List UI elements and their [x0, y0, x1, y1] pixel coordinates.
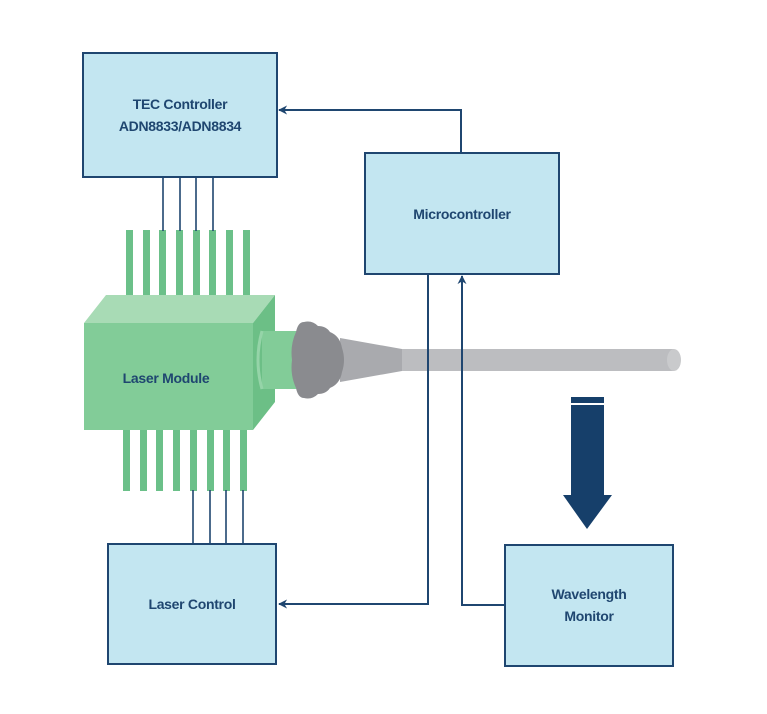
laser-module-front-face [84, 323, 253, 430]
pin [193, 230, 200, 310]
wavelength-monitor-subtitle: Monitor [564, 608, 614, 624]
tec-controller-part-numbers: ADN8833/ADN8834 [119, 118, 242, 134]
laser-control-label: Laser Control [148, 596, 235, 612]
pin [143, 230, 150, 310]
laser-module-bottom-pins [123, 425, 247, 491]
laser-module-label: Laser Module [123, 370, 210, 386]
tec-controller-title: TEC Controller [133, 96, 228, 112]
wavelength-monitor-block: Wavelength Monitor [504, 544, 674, 667]
pin [156, 425, 163, 491]
arrow-wavelength-to-mcu [457, 275, 505, 606]
pin [243, 230, 250, 310]
fiber-connector [291, 321, 344, 399]
pin [126, 230, 133, 310]
fiber-cable [380, 349, 674, 371]
pin [190, 425, 197, 491]
optical-fiber [291, 321, 681, 399]
laser-module-top-pins [126, 230, 250, 310]
big-down-arrow [563, 397, 612, 529]
fiber-taper [340, 338, 402, 382]
laser-control-to-module-wires [192, 490, 244, 544]
microcontroller-label: Microcontroller [413, 206, 511, 222]
tec-to-module-wires [162, 177, 214, 231]
laser-module: Laser Module [84, 295, 302, 430]
pin [140, 425, 147, 491]
pin [173, 425, 180, 491]
wavelength-monitor-title: Wavelength [551, 586, 626, 602]
pin [223, 425, 230, 491]
pin [209, 230, 216, 310]
arrow-mcu-to-tec [278, 105, 462, 153]
microcontroller-block: Microcontroller [364, 152, 560, 275]
pin [207, 425, 214, 491]
pin [123, 425, 130, 491]
pin [240, 425, 247, 491]
pin [176, 230, 183, 310]
pin [159, 230, 166, 310]
arrow-mcu-to-laser-control [278, 274, 429, 609]
fiber-end [667, 349, 681, 371]
tec-controller-block: TEC Controller ADN8833/ADN8834 [82, 52, 278, 178]
pin [226, 230, 233, 310]
laser-control-block: Laser Control [107, 543, 277, 665]
laser-module-top-face [84, 295, 275, 323]
